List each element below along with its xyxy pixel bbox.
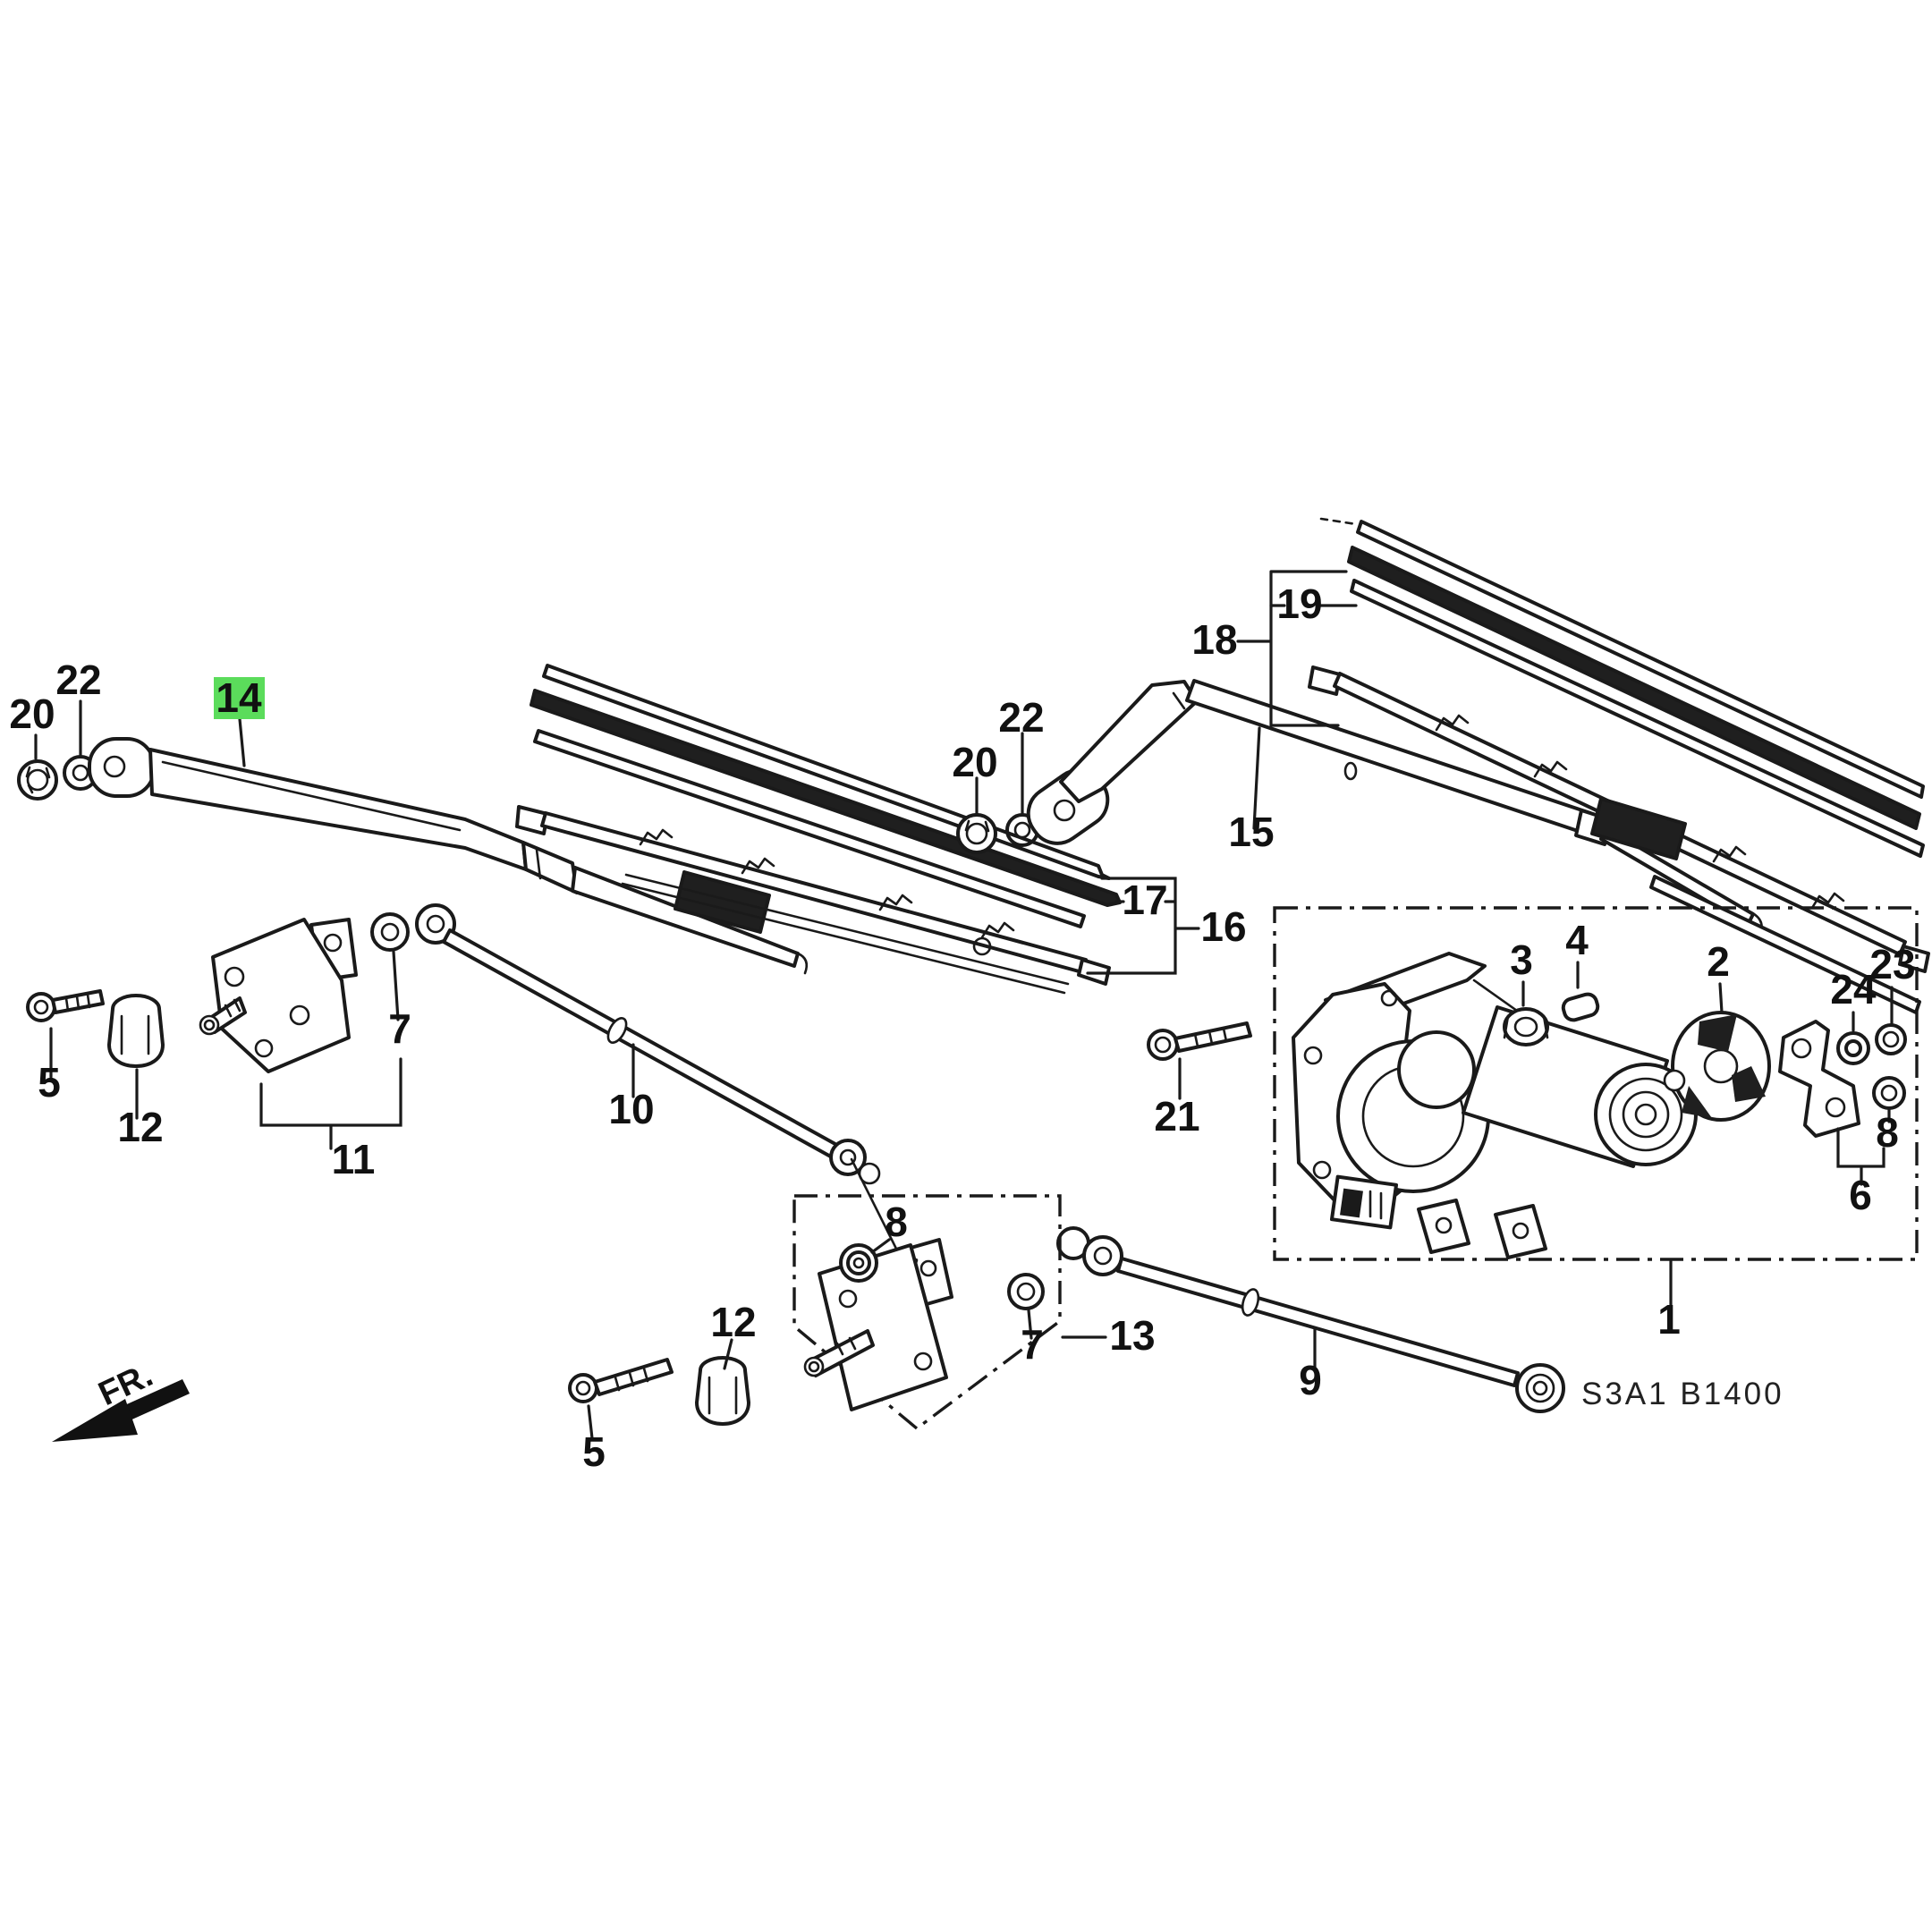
part-label-11[interactable]: 11 bbox=[332, 1136, 376, 1182]
part-label-21[interactable]: 21 bbox=[1154, 1093, 1199, 1140]
bracket-6-drawing bbox=[1778, 1020, 1860, 1138]
part-label-12-mid[interactable]: 12 bbox=[710, 1299, 756, 1345]
part-label-6[interactable]: 6 bbox=[1849, 1172, 1872, 1218]
grommet-12-left-drawing bbox=[107, 994, 165, 1068]
front-direction-arrow: FR. bbox=[52, 1356, 190, 1442]
part-label-19[interactable]: 19 bbox=[1276, 580, 1322, 627]
part-label-17[interactable]: 17 bbox=[1122, 877, 1167, 923]
pin-4-drawing bbox=[1561, 992, 1600, 1022]
bolt-5-mid-drawing bbox=[568, 1358, 674, 1403]
bushing-3-drawing bbox=[1503, 1007, 1549, 1046]
part-label-14[interactable]: 14 bbox=[216, 674, 262, 721]
grommet-20-right-drawing bbox=[956, 813, 997, 854]
highlight-box-14[interactable] bbox=[214, 677, 265, 719]
grommet-12-mid-drawing bbox=[695, 1356, 750, 1426]
part-label-22-left[interactable]: 22 bbox=[55, 657, 101, 703]
wiper-arm-15-drawing bbox=[1026, 679, 1763, 939]
part-label-22-right[interactable]: 22 bbox=[998, 694, 1044, 741]
part-label-8-mid[interactable]: 8 bbox=[885, 1199, 908, 1245]
bracket-11-drawing bbox=[199, 918, 358, 1073]
nut-23-drawing bbox=[1875, 1023, 1907, 1055]
group-box-13 bbox=[792, 1194, 1062, 1431]
nut-7-mid-drawing bbox=[1007, 1273, 1045, 1310]
part-label-5-left[interactable]: 5 bbox=[38, 1059, 61, 1106]
part-label-20-left[interactable]: 20 bbox=[9, 691, 55, 737]
diagram-part-code: S3A1 B1400 bbox=[1581, 1377, 1784, 1411]
group-box-1 bbox=[1273, 906, 1919, 1261]
part-label-10[interactable]: 10 bbox=[608, 1086, 654, 1132]
part-labels: 20 22 14 18 19 20 22 15 17 16 21 3 4 2 2… bbox=[9, 580, 1915, 1475]
part-label-5-mid[interactable]: 5 bbox=[582, 1428, 606, 1475]
grommet-20-left-drawing bbox=[17, 759, 58, 801]
bracket-16-17 bbox=[1086, 877, 1200, 975]
part-label-8-right[interactable]: 8 bbox=[1876, 1109, 1899, 1156]
washer-24-drawing bbox=[1836, 1031, 1870, 1065]
part-label-24[interactable]: 24 bbox=[1830, 966, 1877, 1013]
wiper-arm-14-drawing bbox=[88, 737, 809, 975]
part-label-2[interactable]: 2 bbox=[1707, 938, 1730, 985]
part-label-1[interactable]: 1 bbox=[1657, 1296, 1681, 1343]
wiper-blade-rubber-19-drawing bbox=[1319, 517, 1925, 858]
part-label-20-right[interactable]: 20 bbox=[952, 739, 997, 785]
nut-8-mid-drawing bbox=[839, 1243, 878, 1283]
nut-8-right-drawing bbox=[1872, 1076, 1906, 1110]
part-label-12-left[interactable]: 12 bbox=[117, 1104, 163, 1150]
part-label-7-left[interactable]: 7 bbox=[388, 1005, 411, 1052]
linkage-rod-9-drawing bbox=[1056, 1226, 1565, 1413]
bracket-18-19 bbox=[1269, 570, 1348, 727]
part-label-3[interactable]: 3 bbox=[1510, 936, 1533, 983]
part-label-16[interactable]: 16 bbox=[1200, 903, 1246, 950]
linkage-rod-10-drawing bbox=[415, 903, 902, 1258]
bolt-21-drawing bbox=[1147, 1021, 1252, 1061]
part-label-7-mid[interactable]: 7 bbox=[1021, 1321, 1044, 1368]
bracket-13-drawing bbox=[803, 1238, 953, 1411]
wiper-blade-frame-16-drawing bbox=[515, 805, 1111, 995]
wiper-blade-frame-18-drawing bbox=[1308, 665, 1930, 1014]
wiper-motor-drawing bbox=[1292, 952, 1698, 1259]
part-label-9[interactable]: 9 bbox=[1299, 1357, 1322, 1403]
leader-lines bbox=[34, 604, 1894, 1440]
part-label-4[interactable]: 4 bbox=[1565, 917, 1589, 963]
nut-7-left-drawing bbox=[370, 912, 410, 952]
bracket-11-lines bbox=[259, 1057, 402, 1150]
part-label-13[interactable]: 13 bbox=[1109, 1312, 1155, 1359]
bolt-5-left-drawing bbox=[26, 989, 105, 1022]
part-label-15[interactable]: 15 bbox=[1228, 809, 1274, 855]
part-label-18[interactable]: 18 bbox=[1191, 616, 1237, 663]
bracket-6-lines bbox=[1836, 1127, 1885, 1186]
part-label-23[interactable]: 23 bbox=[1869, 941, 1915, 987]
